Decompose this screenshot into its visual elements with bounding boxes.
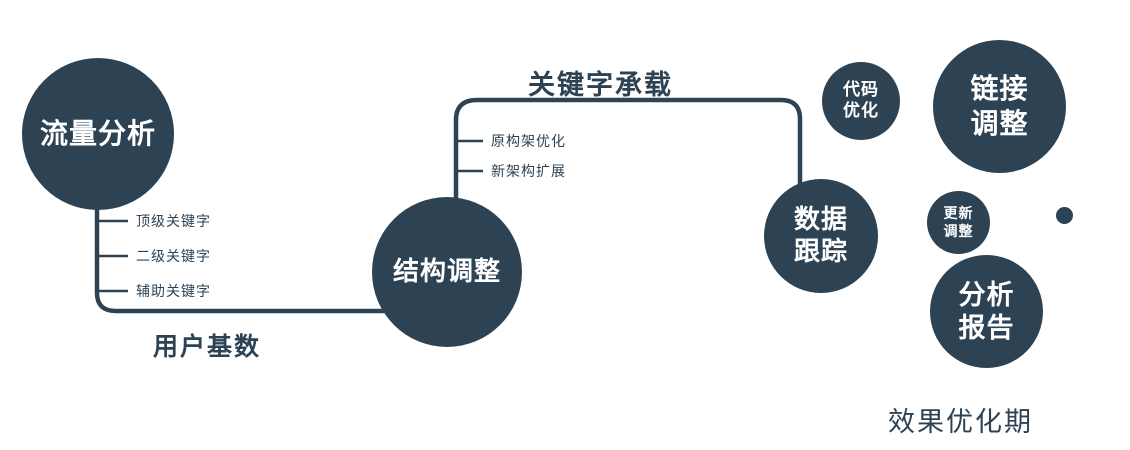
node-label: 跟踪 (793, 236, 848, 266)
node-data-tracking: 数据 跟踪 (764, 179, 878, 293)
branch-label-new-architecture: 新架构扩展 (491, 163, 566, 179)
node-label: 更新 (943, 205, 974, 222)
node-label: 分析 (958, 279, 1015, 310)
branch-label-top-keywords: 顶级关键字 (136, 213, 211, 229)
node-label: 报告 (958, 312, 1015, 343)
node-label: 优化 (843, 101, 879, 120)
node-label: 流量分析 (39, 117, 156, 149)
node-label: 代码 (843, 80, 879, 100)
node-analysis-report: 分析 报告 (930, 255, 1043, 368)
node-label: 结构调整 (392, 256, 501, 287)
bullet-dot (1056, 207, 1073, 224)
node-link-adjust: 链接 调整 (933, 40, 1066, 173)
edge-label-keyword-carry: 关键字承载 (528, 70, 673, 100)
node-label: 数据 (793, 204, 848, 235)
branch-label-auxiliary-keywords: 辅助关键字 (136, 283, 211, 299)
node-update-adjust: 更新 调整 (927, 191, 990, 254)
caption-effect-optimization: 效果优化期 (888, 407, 1033, 437)
branch-label-original-architecture: 原构架优化 (491, 133, 566, 149)
node-structure-adjust: 结构调整 (372, 197, 522, 347)
node-label: 调整 (970, 107, 1029, 139)
node-label: 链接 (970, 73, 1029, 105)
branch-label-second-keywords: 二级关键字 (136, 248, 211, 264)
node-label: 调整 (943, 222, 974, 239)
node-traffic-analysis: 流量分析 (22, 58, 174, 210)
edge-label-user-base: 用户基数 (153, 333, 262, 361)
node-code-optimization: 代码 优化 (822, 62, 900, 140)
connector-structure-to-tracking (453, 97, 803, 202)
